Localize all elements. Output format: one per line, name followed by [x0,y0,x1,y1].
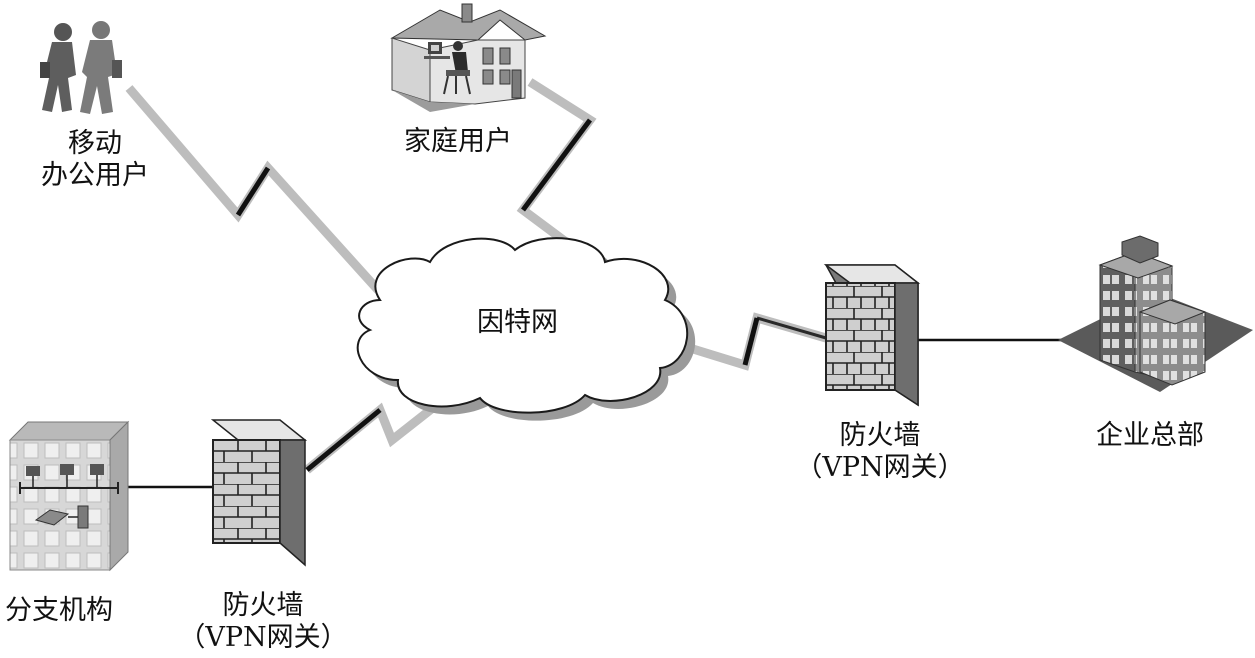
link-mobile-to-internet [125,85,382,294]
firewall-hq-label-line1: 防火墙 [839,420,921,451]
house-icon [390,3,547,112]
firewall-hq-label: 防火墙 （VPN网关） [795,420,965,484]
branch-label: 分支机构 [5,595,113,626]
headquarters-building-icon [1058,235,1253,392]
mobile-users-label: 移动 办公用户 [30,128,160,192]
internet-label: 因特网 [477,307,558,338]
headquarters-label: 企业总部 [1096,420,1204,451]
firewall-hq-icon [823,264,921,407]
link-internet-to-hq-firewall [678,312,828,371]
mobile-users-label-line2: 办公用户 [41,160,149,191]
link-branch-firewall-to-internet [304,381,465,474]
firewall-branch-label-line2: （VPN网关） [178,622,348,653]
firewall-branch-icon [210,419,308,567]
firewall-branch-label-line1: 防火墙 [222,590,304,621]
mobile-users-icon [40,21,122,114]
internet-cloud [356,237,696,421]
mobile-users-label-line1: 移动 [68,128,122,159]
home-user-label: 家庭用户 [404,126,512,157]
link-home-to-internet [516,78,597,249]
firewall-hq-label-line2: （VPN网关） [795,452,965,483]
branch-office-icon [8,420,130,572]
firewall-branch-label: 防火墙 （VPN网关） [178,590,348,654]
